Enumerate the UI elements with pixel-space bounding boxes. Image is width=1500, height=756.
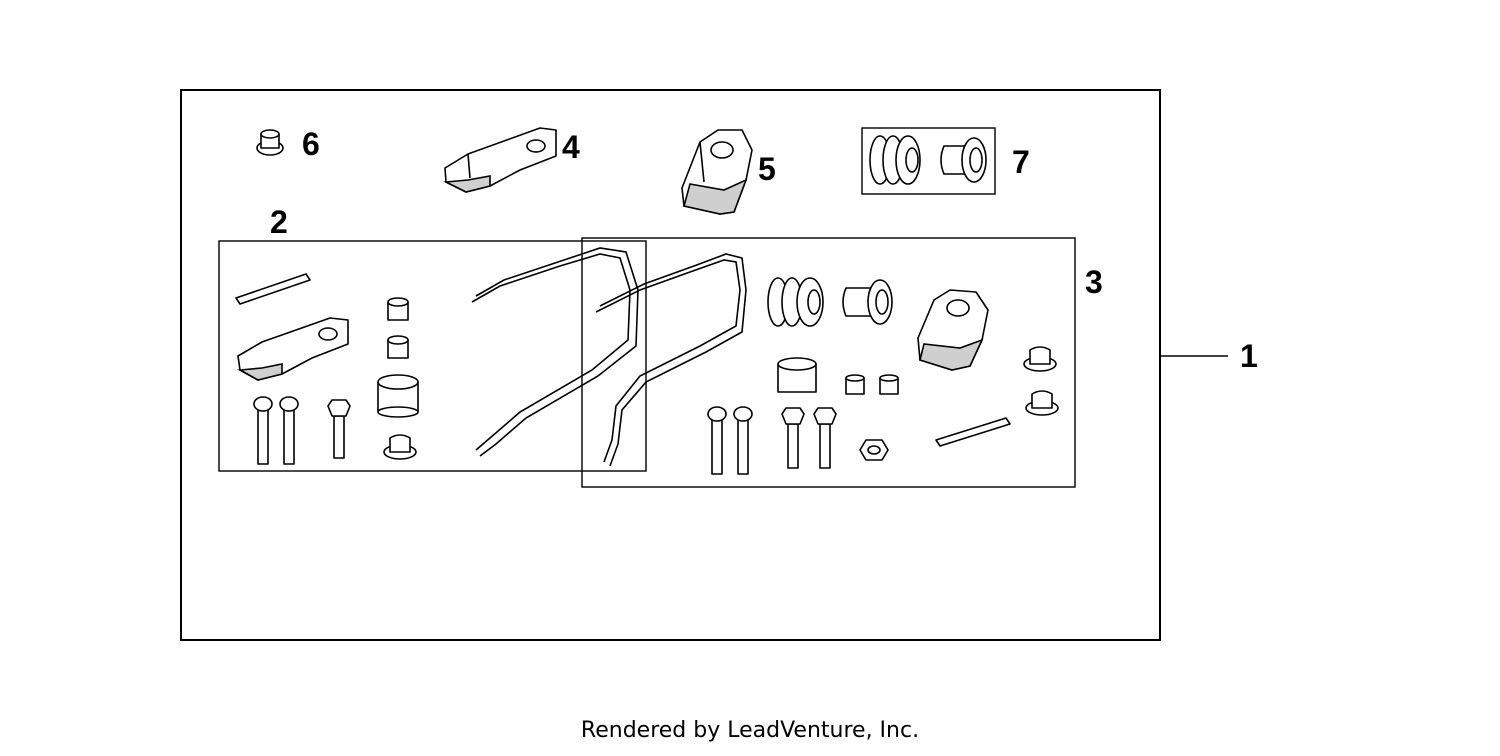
- callout-1[interactable]: 1: [1240, 338, 1258, 374]
- bushing-set-frame: [861, 127, 996, 195]
- bracket-part[interactable]: [443, 127, 557, 193]
- group-2-hardware: [235, 247, 639, 465]
- grommet-part[interactable]: [256, 129, 284, 156]
- clamp-part[interactable]: [681, 129, 753, 215]
- callout-5[interactable]: 5: [758, 151, 776, 187]
- callout-6[interactable]: 6: [302, 126, 320, 162]
- kit-frame: [180, 89, 1161, 641]
- callout-4[interactable]: 4: [562, 129, 580, 165]
- rendered-by-footer: Rendered by LeadVenture, Inc.: [580, 718, 920, 743]
- callout-7[interactable]: 7: [1012, 144, 1030, 180]
- group-2-frame: [218, 240, 647, 472]
- bushing-set-part[interactable]: [869, 135, 987, 185]
- callout-2[interactable]: 2: [270, 204, 288, 240]
- callout-3[interactable]: 3: [1085, 264, 1103, 300]
- group-3-frame: [581, 237, 1076, 488]
- group-3-hardware: [595, 253, 1059, 475]
